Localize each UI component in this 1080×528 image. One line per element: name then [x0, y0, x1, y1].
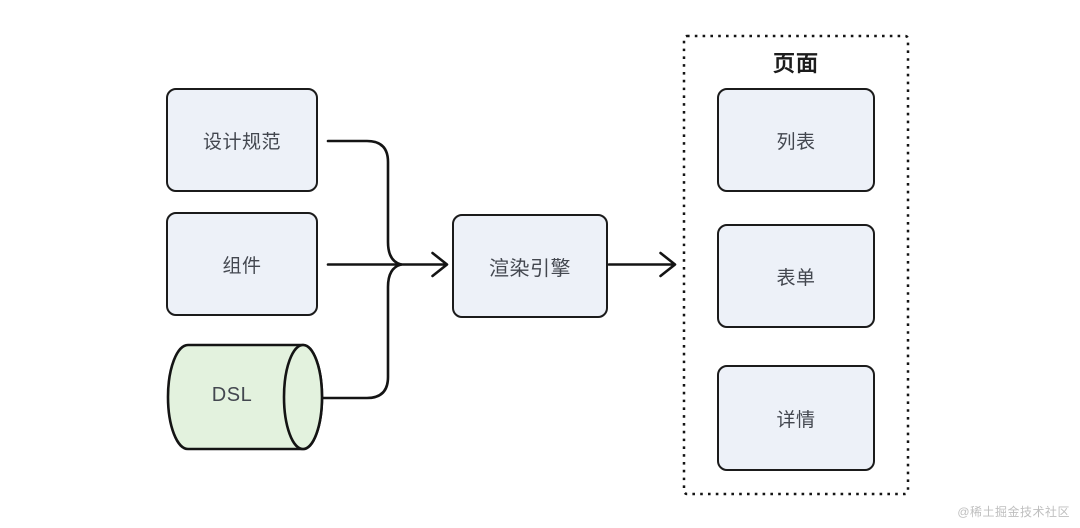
node-page-detail[interactable]: 详情 [717, 365, 875, 471]
node-page-list[interactable]: 列表 [717, 88, 875, 192]
node-design-spec-label: 设计规范 [202, 131, 281, 153]
node-dsl-label: DSL [211, 384, 253, 406]
edge-dsl-to-engine [321, 263, 403, 400]
node-page-detail-label: 详情 [776, 409, 816, 431]
node-render-engine[interactable]: 渲染引擎 [452, 214, 608, 318]
node-page-form[interactable]: 表单 [717, 224, 875, 328]
node-component-label: 组件 [222, 255, 262, 277]
page-group-title: 页面 [772, 51, 819, 76]
node-render-engine-label: 渲染引擎 [489, 257, 571, 280]
node-page-list-label: 列表 [776, 131, 816, 153]
watermark-text: @稀土掘金技术社区 [957, 505, 1070, 519]
edge-engine-to-page [607, 251, 677, 278]
edge-design-to-engine [326, 139, 403, 266]
node-design-spec[interactable]: 设计规范 [166, 88, 318, 192]
node-component[interactable]: 组件 [166, 212, 318, 316]
edge-component-to-engine [326, 251, 449, 278]
node-page-form-label: 表单 [776, 267, 816, 289]
